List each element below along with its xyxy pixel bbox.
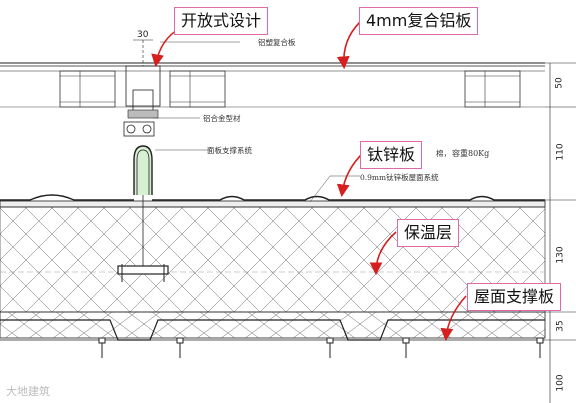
dim-130: 130 — [555, 246, 566, 264]
note-aluminum-plastic: 铝塑复合板 — [258, 38, 296, 47]
leader-lines — [153, 41, 360, 203]
dim-35: 35 — [555, 320, 566, 332]
composite-panel-layer — [0, 62, 545, 108]
callout-open-design: 开放式设计 — [174, 7, 269, 35]
watermark: 大地建筑 — [6, 385, 50, 398]
note-panel-support: 面板支撑系统 — [207, 146, 252, 155]
note-weight: 容重80Kg — [452, 149, 490, 158]
insulation-layer — [0, 206, 546, 313]
dim-50: 50 — [554, 77, 565, 89]
screws — [98, 337, 544, 358]
callout-roof-support: 屋面支撑板 — [467, 283, 562, 311]
note-roof-system: 0.9mm钛锌板屋面系统 — [360, 173, 439, 182]
fixing-clip — [117, 195, 169, 282]
dim-top-width: 30 — [137, 30, 149, 40]
dim-100: 100 — [555, 374, 566, 392]
titanium-zinc-roof — [0, 194, 546, 208]
callout-titanium-zinc: 钛锌板 — [360, 141, 423, 169]
dimension-rail — [545, 62, 576, 403]
dim-110: 110 — [555, 143, 566, 161]
alloy-support-bracket — [123, 39, 161, 137]
note-alloy-profile: 铝合金型材 — [203, 114, 241, 123]
callout-insulation: 保温层 — [397, 219, 460, 247]
roof-support-deck — [0, 311, 546, 341]
callout-composite-panel: 4mm复合铝板 — [359, 7, 479, 35]
note-weight-prefix: 棉， — [436, 149, 451, 158]
titanium-zinc-seam — [133, 145, 153, 195]
